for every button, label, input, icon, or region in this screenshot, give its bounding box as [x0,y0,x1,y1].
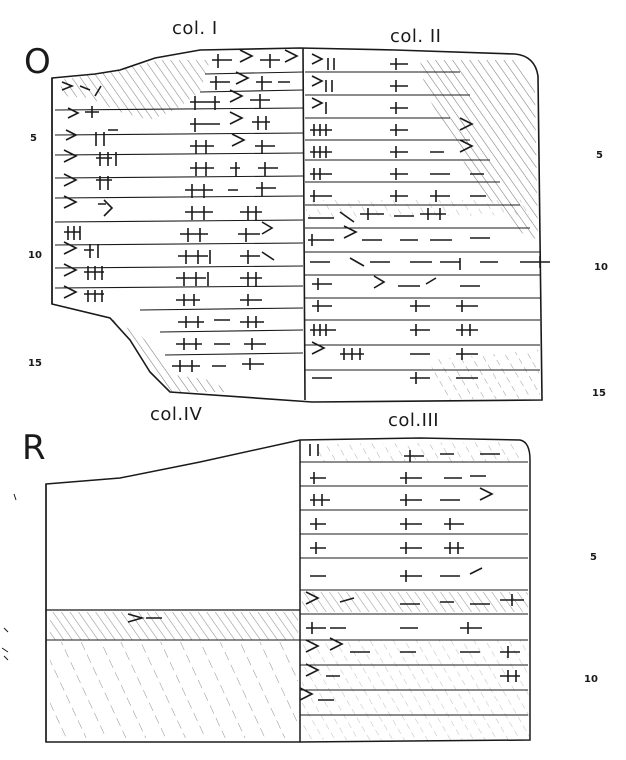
reverse-line-number-10: 10 [584,674,598,685]
col3-cuneiform-signs [299,444,524,701]
reverse-label: R [22,428,46,468]
obverse-damage-lowerleft [110,318,230,392]
column-label-iii: col.III [388,410,440,431]
obverse-damage-right [420,60,538,240]
obverse-damage-band [306,200,535,218]
col3-damage-lower [302,640,530,740]
line-number-5-left: 5 [30,133,37,144]
column-label-i: col. I [172,18,218,39]
obverse-damage-bottomright [430,350,540,400]
line-number-15-right: 15 [592,388,606,399]
col1-cuneiform-signs [61,49,299,372]
column-label-iv: col.IV [150,404,203,425]
line-number-5-right: 5 [596,150,603,161]
col4-damage-lower [50,642,298,738]
obverse-outline [51,47,543,403]
reverse-outline [45,437,531,743]
obverse-face [51,47,550,403]
obverse-column-divider [302,47,306,401]
col4-damage [50,612,298,640]
obverse-damage-top [60,60,210,120]
line-number-15-left: 15 [28,358,42,369]
col1-rulings [54,71,304,356]
column-label-ii: col. II [390,26,442,47]
reverse-face [45,437,531,743]
col3-damage-top [318,442,528,462]
col3-damage-band [302,592,528,612]
line-number-10-right: 10 [594,262,608,273]
obverse-label: O [24,42,51,82]
col2-cuneiform-signs [308,53,550,384]
line-number-10-left: 10 [28,250,42,261]
stray-marks [1,493,17,661]
reverse-line-number-5: 5 [590,552,597,563]
